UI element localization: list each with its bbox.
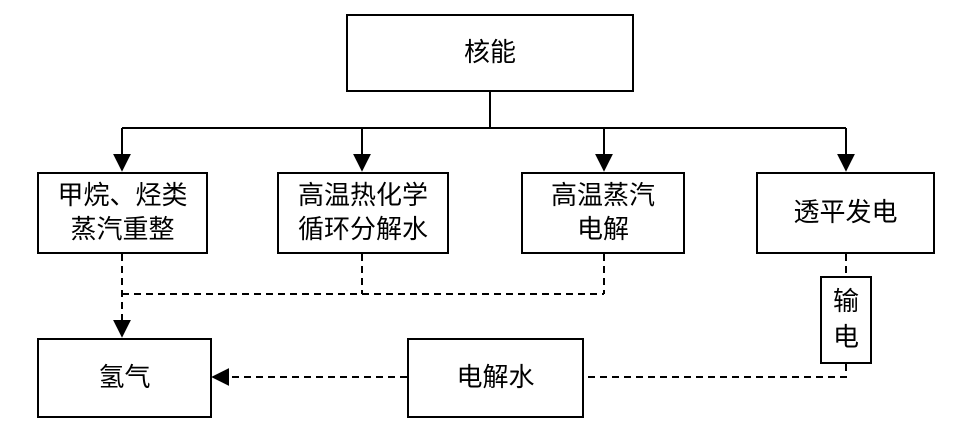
- water-electrolysis-box: 电解水: [407, 338, 584, 418]
- electrolysis-label: 电解水: [456, 363, 535, 393]
- steam-line-1: 高温蒸汽: [550, 181, 655, 211]
- dash-transmit-to-electrolysis: [584, 364, 847, 378]
- nuclear-label: 核能: [463, 38, 516, 68]
- methane-reforming-box: 甲烷、烃类 蒸汽重整: [37, 172, 208, 254]
- steam-line-2: 电解: [576, 215, 629, 245]
- methane-line-2: 蒸汽重整: [70, 215, 175, 245]
- thermochemical-box: 高温热化学 循环分解水: [277, 172, 449, 254]
- methane-line-1: 甲烷、烃类: [57, 181, 188, 211]
- transmit-char-1: 输: [832, 287, 859, 317]
- hydrogen-box: 氢气: [37, 338, 212, 418]
- hydrogen-label: 氢气: [98, 363, 151, 393]
- steam-electrolysis-box: 高温蒸汽 电解: [521, 172, 685, 254]
- thermo-line-1: 高温热化学: [297, 181, 428, 211]
- nuclear-box: 核能: [346, 14, 634, 92]
- thermo-line-2: 循环分解水: [297, 215, 428, 245]
- transmission-box: 输 电: [820, 276, 872, 364]
- turbine-power-box: 透平发电: [756, 172, 935, 254]
- power-label: 透平发电: [793, 198, 898, 228]
- transmit-char-2: 电: [832, 323, 859, 353]
